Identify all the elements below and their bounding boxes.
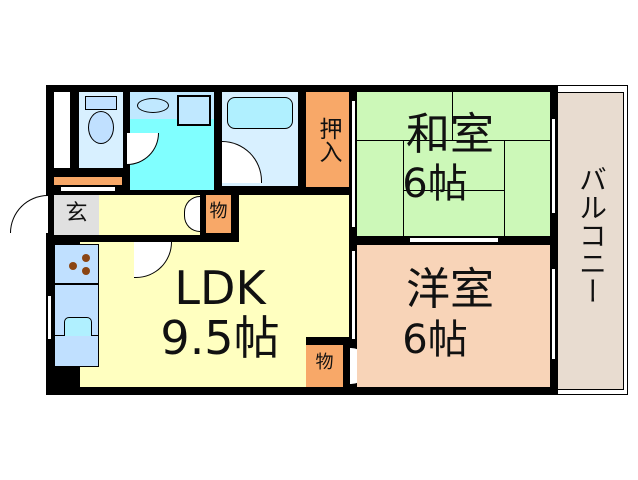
genkan-label: 玄 (65, 201, 88, 226)
sliding-door-washitsu (409, 237, 499, 243)
ldk-size: 9.5帖 (160, 311, 280, 365)
ldk-label: LDK (174, 261, 266, 315)
oshiire-label: 押入 (315, 117, 341, 163)
ldk-upper (239, 195, 349, 245)
sliding-door-left-yoshitsu (351, 250, 356, 340)
window-genkan-top (60, 186, 116, 192)
washer-icon (177, 95, 211, 126)
balcony-label: バルコニー (575, 165, 608, 305)
storage-strip (54, 92, 70, 168)
balcony-inner (558, 92, 624, 390)
window-balcony-1 (551, 118, 556, 214)
entrance-door-arc (10, 195, 48, 233)
burner-icon-3 (82, 267, 90, 275)
burner-icon-1 (69, 262, 77, 270)
toilet-tank-icon (85, 96, 117, 110)
washitsu-size: 6帖 (402, 161, 468, 207)
window-balcony-2 (551, 268, 556, 360)
mono-closet-1 (206, 195, 231, 233)
sliding-door-left-washitsu (351, 100, 356, 228)
mono-label-1: 物 (209, 201, 228, 222)
oshiire-closet (306, 92, 349, 187)
tatami-line-2 (357, 140, 550, 141)
yoshitsu-room (357, 245, 550, 387)
genkan (54, 195, 99, 235)
mono-closet-2-fill (306, 345, 343, 387)
yoshitsu-label: 洋室 (406, 264, 494, 315)
ldk-room (80, 242, 349, 387)
washitsu-room (357, 92, 550, 236)
tatami-line-3 (403, 140, 404, 236)
tatami-line-1 (452, 92, 453, 141)
toilet-bowl-icon (88, 111, 114, 144)
hallway (99, 195, 200, 235)
yoshitsu-size: 6帖 (402, 317, 468, 363)
tatami-line-5 (403, 190, 504, 191)
washitsu-label: 和室 (406, 109, 494, 160)
tatami-line-4 (504, 140, 505, 236)
window-kitchen (47, 295, 52, 340)
sink-icon (137, 98, 169, 113)
mono-label-2: 物 (315, 352, 334, 373)
shelf (54, 177, 122, 185)
burner-icon-2 (82, 254, 90, 262)
bathtub-icon (227, 97, 293, 129)
kitchen-lower (54, 336, 99, 367)
